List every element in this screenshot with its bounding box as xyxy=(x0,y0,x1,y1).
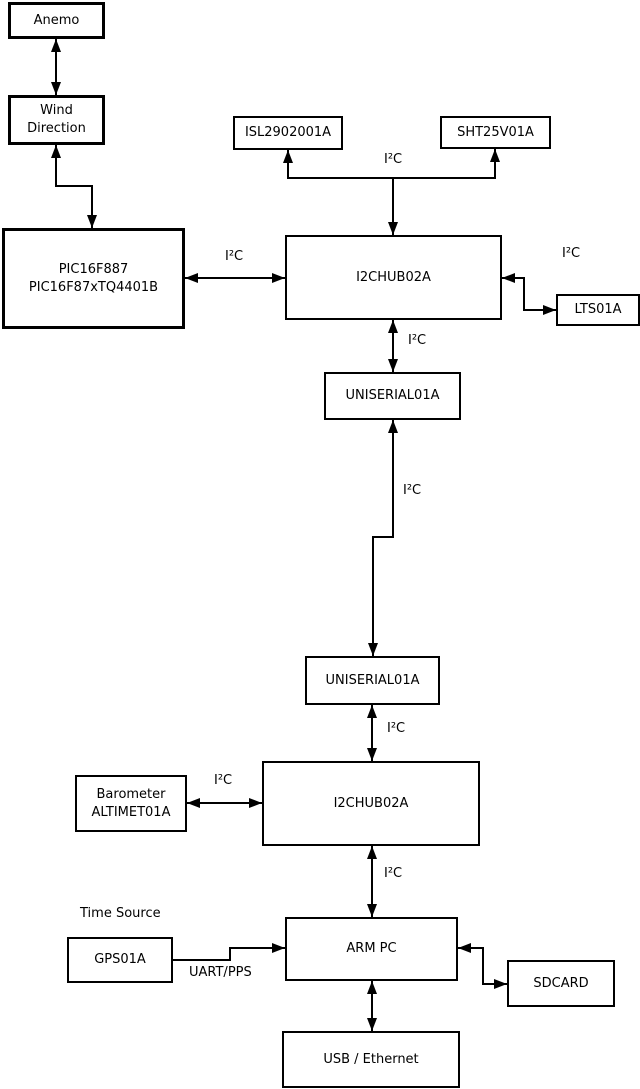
connector-barometer-hub2 xyxy=(187,798,262,808)
box-sdcard: SDCARD xyxy=(507,960,615,1007)
label-uart-pps: UART/PPS xyxy=(189,965,252,980)
connector-armpc-usb xyxy=(367,981,377,1031)
box-arm-pc: ARM PC xyxy=(285,917,458,981)
connector-hub2-armpc xyxy=(367,846,377,917)
box-barometer: Barometer ALTIMET01A xyxy=(75,775,187,832)
label-i2c-barometer: I²C xyxy=(214,773,233,788)
connector-uniserial-bottom-hub2 xyxy=(367,705,377,761)
box-gps01a: GPS01A xyxy=(67,937,173,983)
box-i2chub-bottom: I2CHUB02A xyxy=(262,761,480,846)
box-sht25v01a: SHT25V01A xyxy=(440,116,551,149)
box-lts01a: LTS01A xyxy=(556,294,640,326)
box-isl2902001a: ISL2902001A xyxy=(233,116,343,150)
connector-hub1-uniserial-top xyxy=(388,320,398,372)
label-i2c-sensor-bus: I²C xyxy=(384,152,403,167)
label-i2c-lts: I²C xyxy=(562,246,581,261)
connector-uniserial-long-link xyxy=(368,420,398,656)
box-i2chub-top: I2CHUB02A xyxy=(285,235,502,320)
label-i2c-hub2-arm: I²C xyxy=(384,866,403,881)
connector-hub1-lts xyxy=(502,273,556,315)
box-uniserial-top: UNISERIAL01A xyxy=(324,372,461,420)
connector-pic-hub1 xyxy=(185,273,285,283)
box-usb-ethernet: USB / Ethernet xyxy=(282,1031,460,1088)
box-wind-direction: Wind Direction xyxy=(8,95,105,145)
label-i2c-serial-link: I²C xyxy=(403,483,422,498)
label-i2c-hub-serial: I²C xyxy=(408,333,427,348)
label-i2c-pic-hub: I²C xyxy=(225,249,244,264)
connector-wind-pic xyxy=(51,145,97,228)
label-time-source: Time Source xyxy=(80,906,161,921)
box-anemo: Anemo xyxy=(8,2,105,39)
connector-gps-armpc xyxy=(173,943,285,961)
box-pic-microcontroller: PIC16F887 PIC16F87xTQ4401B xyxy=(2,228,185,329)
label-i2c-serial-hub2: I²C xyxy=(387,721,406,736)
box-uniserial-bottom: UNISERIAL01A xyxy=(305,656,440,705)
connector-anemo-wind xyxy=(51,39,61,95)
connector-armpc-sdcard xyxy=(458,943,507,989)
